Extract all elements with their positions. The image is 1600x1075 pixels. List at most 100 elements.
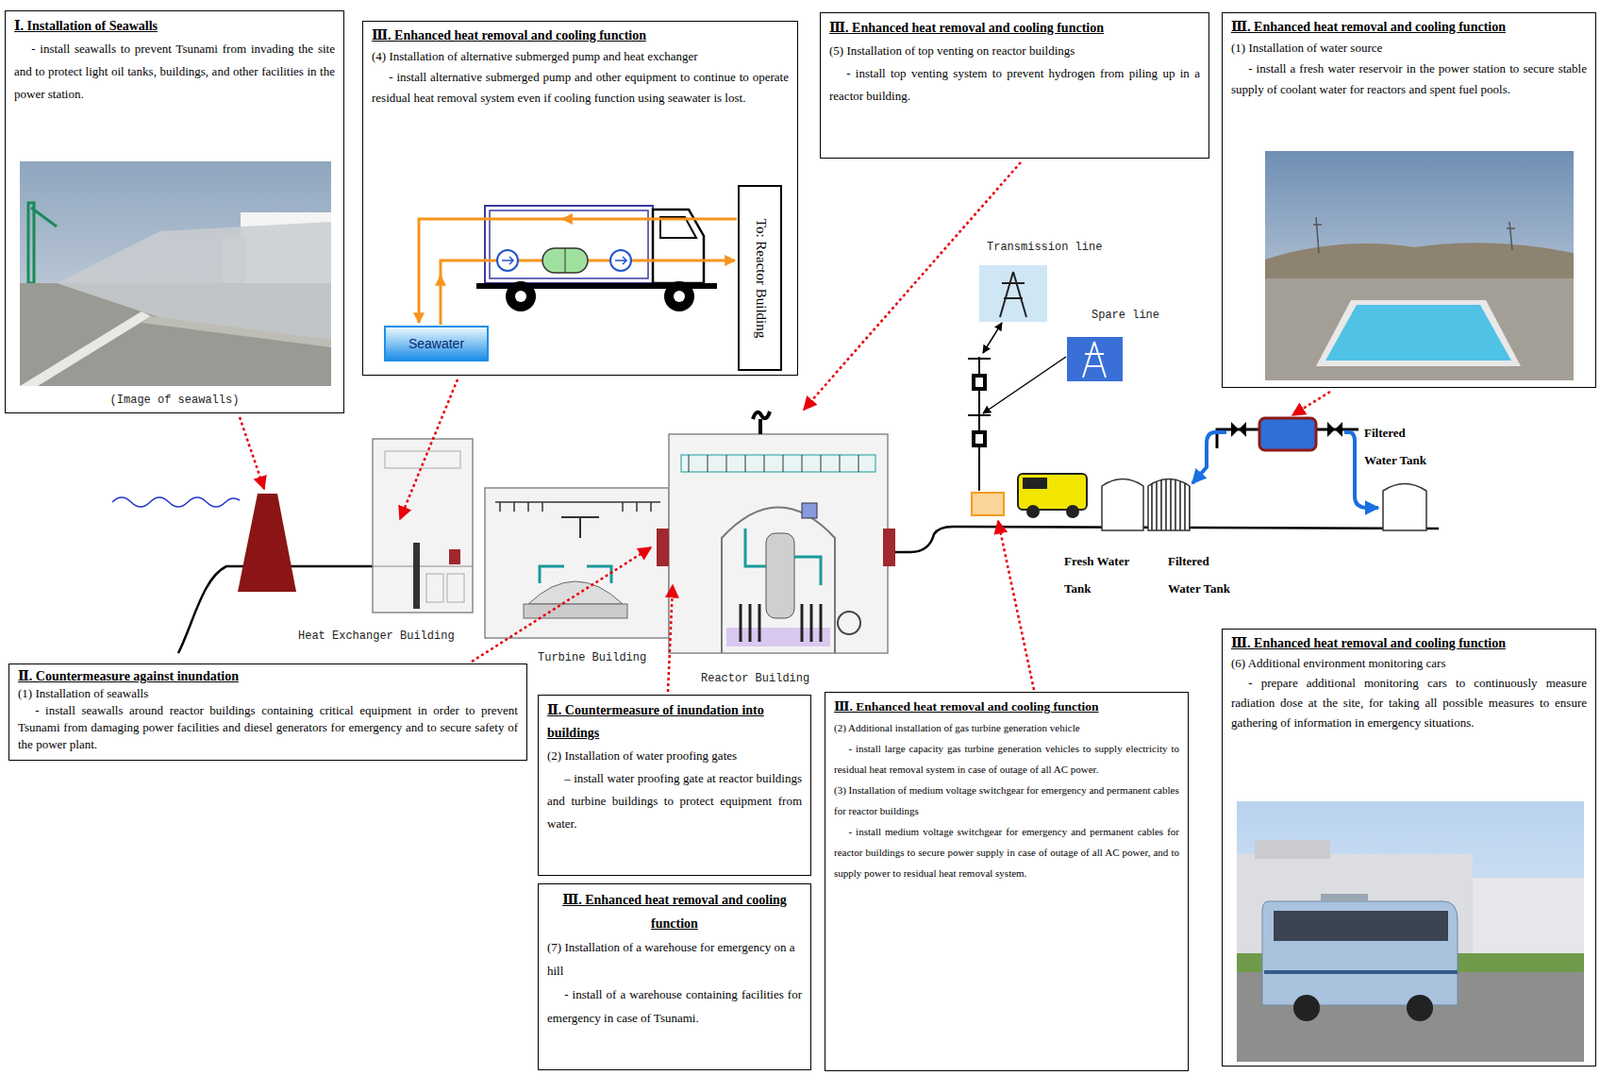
truck-drawing	[484, 205, 653, 284]
power-line-symbols	[979, 265, 1048, 322]
callout-box: Ⅲ. Enhanced heat removal and cooling fun…	[537, 883, 812, 1070]
truck-drawing	[542, 248, 588, 273]
callout-heading: Ⅲ. Enhanced heat removal and cooling fun…	[1231, 16, 1587, 38]
turbine-building	[484, 487, 669, 638]
reservoir-photo	[1313, 216, 1516, 253]
callout-box: Ⅲ. Enhanced heat removal and cooling fun…	[819, 12, 1210, 159]
truck-drawing	[497, 250, 518, 271]
callout-text: - install a fresh water reservoir in the…	[1231, 58, 1587, 100]
box-label: To: Reactor Building	[751, 217, 768, 337]
gas-turbine-vehicle	[1066, 504, 1080, 518]
truck-drawing	[418, 205, 737, 325]
heat-exchanger-building	[413, 542, 420, 609]
power-line-symbols	[971, 373, 987, 391]
power-line-symbols	[971, 492, 1004, 516]
sea-wave	[112, 497, 240, 507]
turbine-building	[523, 603, 628, 618]
seawater-box: Seawater	[383, 325, 489, 362]
seawall-photo	[19, 311, 151, 386]
reactor-building	[668, 411, 888, 653]
callout-box: Ⅲ. Enhanced heat removal and cooling fun…	[362, 20, 799, 376]
monitoring-car-photo	[1264, 969, 1458, 974]
monitoring-car-photo	[1254, 839, 1331, 859]
callout-item: (2) Additional installation of gas turbi…	[833, 716, 1180, 738]
reactor-building	[766, 533, 795, 618]
callout-item: (1) Installation of water source	[1231, 37, 1587, 59]
callout-heading: Ⅱ. Countermeasure of inundation into bui…	[547, 699, 802, 745]
seawall-photo	[141, 316, 332, 348]
callout-box: Ⅲ. Enhanced heat removal and cooling fun…	[1221, 12, 1597, 388]
waterproof-gate	[883, 528, 896, 567]
heat-exchanger-building	[447, 573, 465, 602]
callout-text: – install water proofing gate at reactor…	[547, 766, 802, 835]
callout-text: - install seawalls around reactor buildi…	[17, 701, 518, 753]
gas-turbine-vehicle	[1017, 473, 1087, 510]
power-line-symbols	[1066, 336, 1123, 382]
callout-box: Ⅲ. Enhanced heat removal and cooling fun…	[824, 691, 1189, 1071]
reactor-building	[681, 454, 876, 472]
callout-box: Ⅰ. Installation of Seawalls- install sea…	[4, 10, 345, 414]
monitoring-car-photo	[1262, 900, 1458, 1005]
gas-turbine-vehicle	[1017, 473, 1087, 518]
callout-heading: Ⅰ. Installation of Seawalls	[14, 15, 335, 38]
water-tanks	[1327, 421, 1343, 437]
water-tanks	[1192, 432, 1227, 484]
callout-text: - install alternative submerged pump and…	[371, 66, 789, 109]
water-tanks	[1101, 479, 1144, 532]
sea-wave	[112, 497, 240, 507]
callout-item: (4) Installation of alternative submerge…	[371, 46, 789, 67]
water-tanks	[1231, 421, 1247, 437]
leader-arrow	[998, 520, 1034, 690]
callout-heading: Ⅱ. Countermeasure against inundation	[17, 667, 518, 685]
gas-turbine-vehicle	[1022, 477, 1048, 489]
truck-drawing	[562, 217, 567, 221]
heat-exchanger-building	[426, 573, 444, 602]
reactor-building	[745, 528, 821, 585]
tank-label: Filtered Water Tank	[1167, 547, 1240, 602]
turbine-building	[561, 516, 600, 538]
building-label: Turbine Building	[537, 650, 647, 666]
callout-text: - install seawalls to prevent Tsunami fr…	[14, 37, 335, 106]
heat-exchanger-building	[372, 566, 473, 567]
monitoring-car-photo	[1320, 893, 1368, 901]
callout-box: Ⅲ. Enhanced heat removal and cooling fun…	[1221, 628, 1597, 1067]
monitoring-car-photo	[1236, 800, 1584, 1062]
callout-box: Ⅱ. Countermeasure of inundation into bui…	[537, 694, 812, 876]
seawall	[237, 493, 297, 592]
turbine-building	[539, 566, 612, 584]
callout-item: (5) Installation of top venting on react…	[829, 39, 1200, 63]
callout-item: (3) Installation of medium voltage switc…	[833, 779, 1180, 821]
leader-arrow	[667, 584, 673, 692]
callout-heading: Ⅲ. Enhanced heat removal and cooling fun…	[371, 25, 789, 47]
water-tanks	[1344, 432, 1379, 508]
monitoring-car-photo	[1472, 877, 1584, 953]
reservoir-photo	[1265, 242, 1574, 284]
seawall-photo	[19, 161, 332, 386]
leader-arrow	[803, 162, 1021, 410]
truck-drawing	[515, 290, 527, 302]
callout-item: (6) Additional environment monitoring ca…	[1231, 652, 1587, 673]
water-tanks	[1148, 479, 1190, 532]
truck-drawing	[439, 275, 443, 325]
callout-text: - install large capacity gas turbine gen…	[833, 737, 1180, 780]
callout-heading: Ⅲ. Enhanced heat removal and cooling fun…	[1231, 633, 1587, 653]
truck-drawing	[610, 250, 632, 271]
power-line-symbols	[983, 356, 1067, 414]
gas-turbine-vehicle	[1026, 504, 1040, 518]
water-tanks	[1259, 417, 1317, 450]
reactor-building	[801, 502, 817, 518]
turbine-building	[484, 487, 669, 638]
water-tanks	[1383, 483, 1427, 532]
building-label: Spare line	[1091, 308, 1160, 323]
reactor-building	[752, 411, 770, 419]
box-label: Seawater	[385, 335, 487, 351]
truck-drawing	[565, 248, 567, 273]
leader-arrow	[400, 379, 458, 519]
seawall	[237, 493, 297, 592]
power-line-symbols	[1083, 341, 1106, 378]
seawall-photo	[19, 161, 332, 386]
power-line-symbols	[967, 265, 1123, 516]
power-line-symbols	[975, 433, 984, 444]
